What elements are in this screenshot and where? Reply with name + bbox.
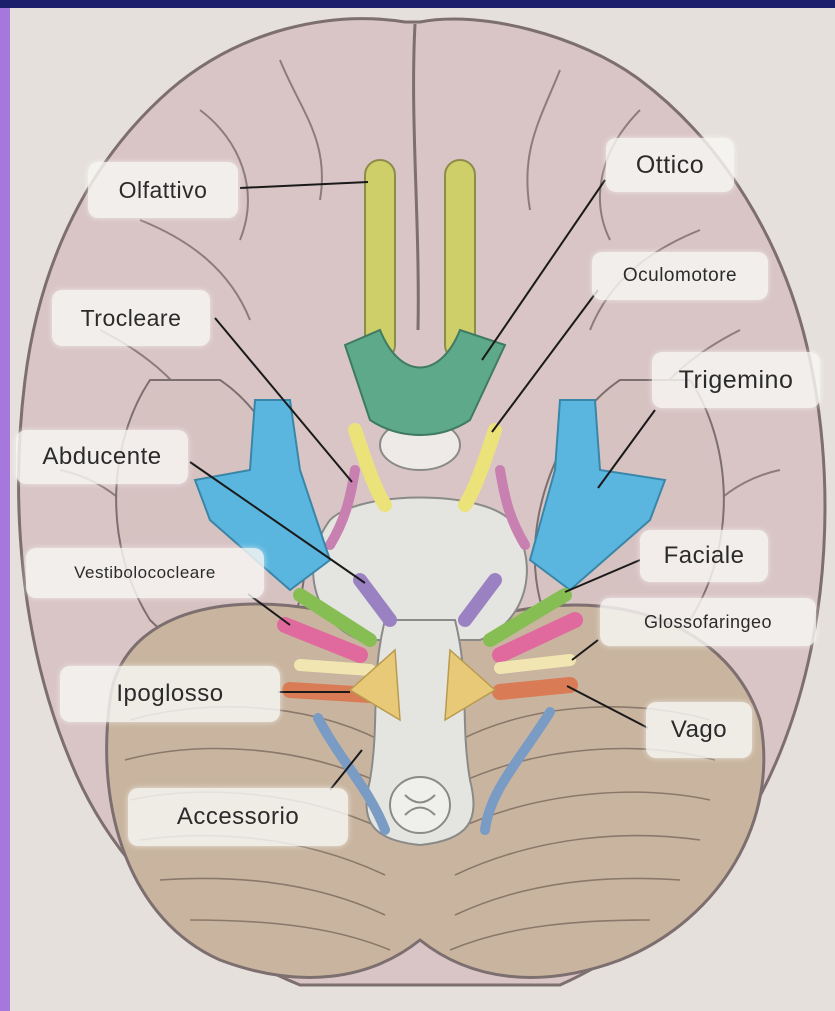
label-ipoglosso: Ipoglosso — [60, 666, 280, 722]
label-oculomotore: Oculomotore — [592, 252, 768, 300]
spinal-cord-section — [390, 777, 450, 833]
label-abducente: Abducente — [16, 430, 188, 484]
label-olfattivo: Olfattivo — [88, 162, 238, 218]
vagus-right — [500, 685, 570, 692]
label-accessorio: Accessorio — [128, 788, 348, 846]
glossopharyngeal-left — [300, 665, 370, 670]
label-ottico: Ottico — [606, 138, 734, 192]
label-faciale: Faciale — [640, 530, 768, 582]
label-vago: Vago — [646, 702, 752, 758]
glossopharyngeal-right — [500, 660, 570, 668]
label-vestibolococleare: Vestibolococleare — [26, 548, 264, 598]
label-trocleare: Trocleare — [52, 290, 210, 346]
label-trigemino: Trigemino — [652, 352, 820, 408]
label-glossofaringeo: Glossofaringeo — [600, 598, 816, 646]
